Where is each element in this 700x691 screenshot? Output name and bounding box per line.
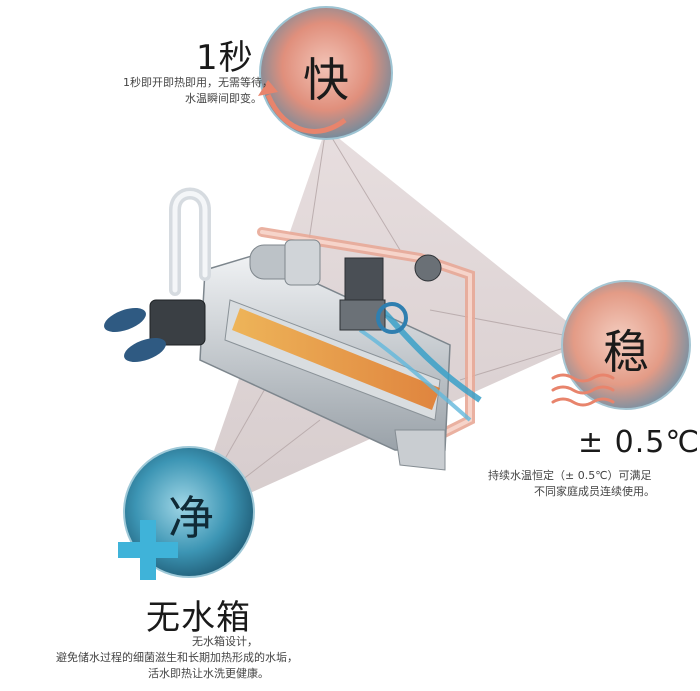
water-heater-core xyxy=(104,187,482,471)
stable-desc-1: 持续水温恒定（± 0.5℃）可满足 xyxy=(488,469,652,482)
stable-badge-char: 稳 xyxy=(603,325,649,379)
plus-icon xyxy=(118,520,178,580)
stable-desc-2: 不同家庭成员连续使用。 xyxy=(534,485,655,498)
fast-desc-1: 1秒即开即热即用，无需等待， xyxy=(123,76,273,89)
clean-title: 无水箱 xyxy=(146,598,251,638)
heat-wave-icon xyxy=(551,373,615,407)
clean-desc-3: 活水即热让水洗更健康。 xyxy=(148,667,269,680)
fast-badge-circle xyxy=(259,6,393,140)
fast-title: 1秒 xyxy=(196,38,254,78)
fast-desc-2: 水温瞬间即变。 xyxy=(185,92,262,105)
clean-desc-1: 无水箱设计， xyxy=(192,635,258,648)
clean-desc-2: 避免储水过程的细菌滋生和长期加热形成的水垢， xyxy=(56,651,298,664)
curved-arrow-icon xyxy=(258,80,347,134)
clean-badge-char: 净 xyxy=(168,491,214,545)
stable-title: ± 0.5℃ xyxy=(578,425,700,460)
fast-badge-char: 快 xyxy=(303,53,349,107)
triangle-rays xyxy=(189,127,591,521)
